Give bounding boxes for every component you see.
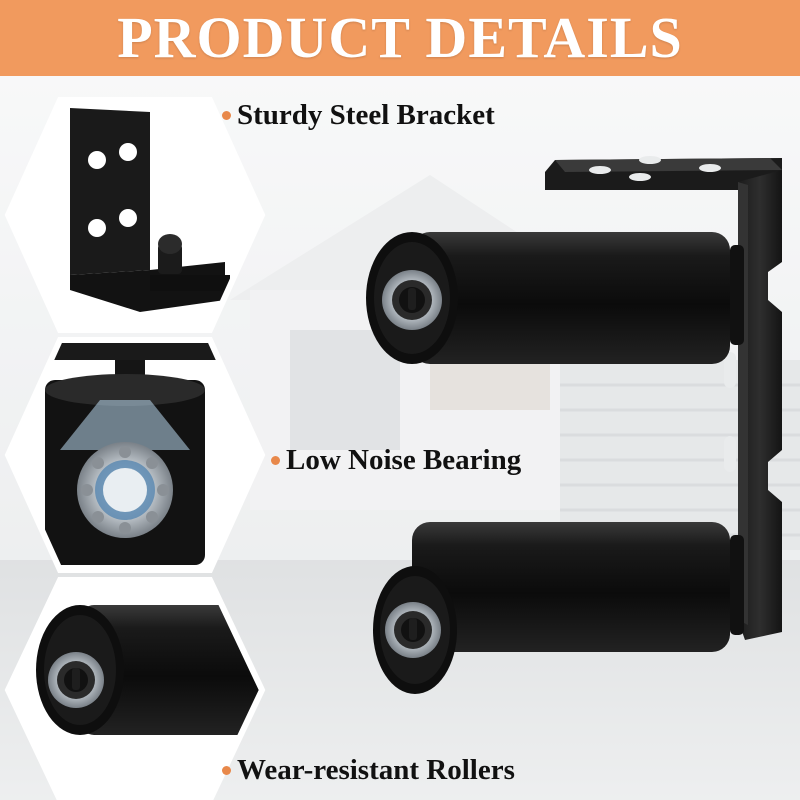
bullet-dot-icon (271, 456, 280, 465)
bracket-closeup-icon (4, 97, 266, 333)
roller-closeup-icon (4, 577, 266, 800)
header-banner: PRODUCT DETAILS (0, 0, 800, 76)
feature-label: Sturdy Steel Bracket (237, 99, 495, 131)
roller-guide-bracket-icon (366, 156, 782, 694)
bullet-dot-icon (222, 766, 231, 775)
bullet-dot-icon (222, 111, 231, 120)
feature-label: Low Noise Bearing (286, 444, 522, 476)
feature-sturdy-steel-bracket: Sturdy Steel Bracket (222, 101, 495, 130)
feature-label: Wear-resistant Rollers (237, 754, 515, 786)
feature-low-noise-bearing: Low Noise Bearing (271, 446, 521, 475)
bearing-closeup-icon (4, 337, 266, 573)
page-title: PRODUCT DETAILS (117, 5, 683, 70)
feature-wear-resistant-rollers: Wear-resistant Rollers (222, 756, 515, 785)
